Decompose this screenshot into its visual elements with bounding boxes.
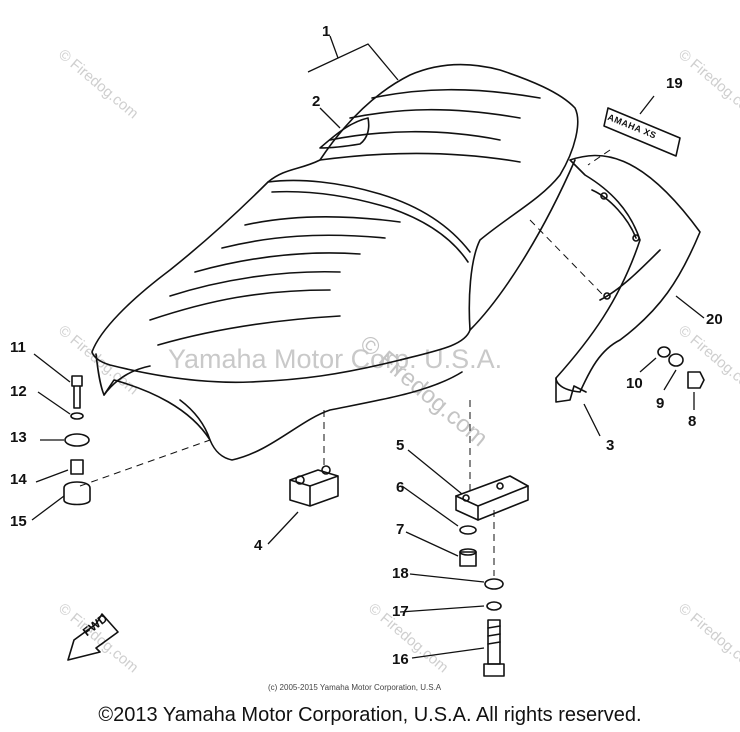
- screw-8: [687, 371, 705, 389]
- washer-10: [657, 346, 671, 358]
- emblem: [603, 107, 681, 157]
- label-15: 15: [10, 513, 27, 530]
- collar-14: [70, 459, 84, 475]
- washer-13: [64, 433, 90, 447]
- label-11: 11: [10, 339, 26, 356]
- grommet-15: [63, 481, 91, 506]
- washer-18: [484, 578, 504, 590]
- label-4: 4: [254, 537, 263, 554]
- seat-step-line-2: [271, 190, 469, 263]
- label-3: 3: [606, 437, 615, 454]
- label-16: 16: [392, 651, 409, 668]
- washer-6: [459, 525, 477, 535]
- label-17: 17: [392, 603, 409, 620]
- seat-step-line: [267, 179, 471, 253]
- label-6: 6: [396, 479, 405, 496]
- collar-7: [459, 551, 477, 567]
- fwd-arrow: [67, 613, 119, 661]
- rubber-block: [289, 469, 339, 507]
- watermark-center-company: Yamaha Motor Corp. U.S.A.: [168, 344, 503, 374]
- tail-cowl: [555, 154, 701, 393]
- label-10: 10: [626, 375, 643, 392]
- washer-12: [70, 412, 84, 420]
- seat-outline: [91, 63, 579, 384]
- hinge: [455, 475, 529, 521]
- label-5: 5: [396, 437, 405, 454]
- label-13: 13: [10, 429, 27, 446]
- label-20: 20: [706, 311, 723, 328]
- label-12: 12: [10, 383, 27, 400]
- bracket: [555, 377, 587, 403]
- bolt-11: [71, 375, 83, 409]
- label-8: 8: [688, 413, 697, 430]
- copyright-footer: ©2013 Yamaha Motor Corporation, U.S.A. A…: [98, 704, 642, 726]
- label-14: 14: [10, 471, 27, 488]
- washer-9: [668, 353, 684, 367]
- copyright-small: (c) 2005-2015 Yamaha Motor Corporation, …: [268, 683, 442, 692]
- label-7: 7: [396, 521, 405, 538]
- seat-pan: [95, 353, 463, 461]
- seat-strap: [319, 117, 370, 149]
- seat-side-rim: [469, 159, 576, 331]
- washer-17: [486, 601, 502, 611]
- label-9: 9: [656, 395, 665, 412]
- label-18: 18: [392, 565, 409, 582]
- label-1: 1: [322, 23, 331, 40]
- label-2: 2: [312, 93, 321, 110]
- label-19: 19: [666, 75, 683, 92]
